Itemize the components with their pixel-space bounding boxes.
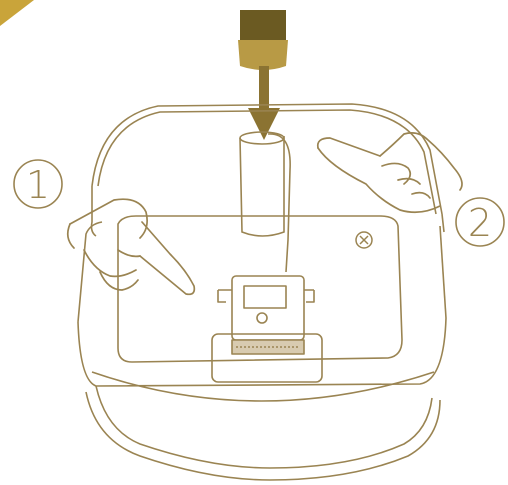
hand-pointing-icon	[318, 133, 462, 212]
step-2-badge: 2	[456, 198, 504, 246]
cap-icon	[238, 10, 288, 70]
down-arrow-icon	[248, 66, 280, 140]
step-1-badge: 1	[14, 160, 62, 208]
corner-mark	[0, 0, 34, 26]
power-cable	[268, 134, 290, 272]
hand-pointing-icon	[68, 199, 195, 294]
tube	[240, 132, 284, 236]
step-2-number: 2	[468, 201, 492, 245]
container-basin	[78, 104, 446, 480]
screw-icon	[356, 232, 372, 248]
step-1-number: 1	[26, 163, 50, 207]
pump-unit	[212, 276, 322, 382]
